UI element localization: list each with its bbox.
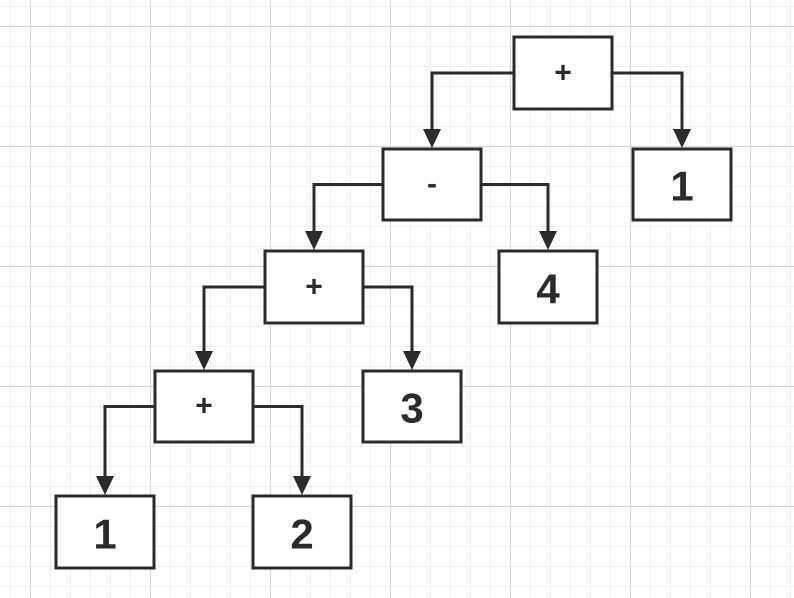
node-root-plus: + <box>512 35 614 111</box>
arrowhead <box>673 129 691 148</box>
operator-plus-label: + <box>195 390 213 423</box>
node-box <box>631 147 733 222</box>
node-box <box>251 494 353 570</box>
node-right-one: 1 <box>631 147 733 222</box>
connector-line <box>481 183 550 233</box>
arrowhead <box>305 231 323 250</box>
operator-plus-label: + <box>554 57 572 90</box>
connector-line <box>363 285 414 353</box>
node-minus: - <box>381 147 483 222</box>
operator-plus-label: + <box>305 271 323 304</box>
number-one-label: 1 <box>93 511 116 558</box>
connector-line <box>202 285 265 353</box>
connector-line <box>312 183 383 233</box>
arrowhead <box>403 351 421 370</box>
arrowhead <box>423 129 441 148</box>
connector-line <box>253 405 304 478</box>
node-low-plus: + <box>153 369 255 444</box>
node-box <box>381 147 483 222</box>
node-box <box>512 35 614 111</box>
number-three-label: 3 <box>400 385 423 432</box>
arrowhead <box>195 351 213 370</box>
arrowhead <box>293 476 311 495</box>
connector-line <box>430 71 514 131</box>
node-leaf-one: 1 <box>54 494 156 570</box>
number-one-label: 1 <box>670 163 693 210</box>
node-box <box>153 369 255 444</box>
node-box <box>263 249 365 325</box>
node-box <box>54 494 156 570</box>
number-four-label: 4 <box>536 266 560 313</box>
number-two-label: 2 <box>290 511 313 558</box>
node-box <box>361 369 463 444</box>
node-four: 4 <box>497 249 599 325</box>
node-leaf-two: 2 <box>251 494 353 570</box>
connector-line <box>612 71 684 131</box>
nodes-layer: + - 1 + 4 + 3 1 <box>54 35 733 570</box>
edges-layer <box>96 71 691 495</box>
node-three: 3 <box>361 369 463 444</box>
operator-minus-label: - <box>427 168 437 201</box>
arrowhead <box>539 231 557 250</box>
connector-line <box>103 405 155 478</box>
node-box <box>497 249 599 325</box>
node-mid-plus: + <box>263 249 365 325</box>
arrowhead <box>96 476 114 495</box>
